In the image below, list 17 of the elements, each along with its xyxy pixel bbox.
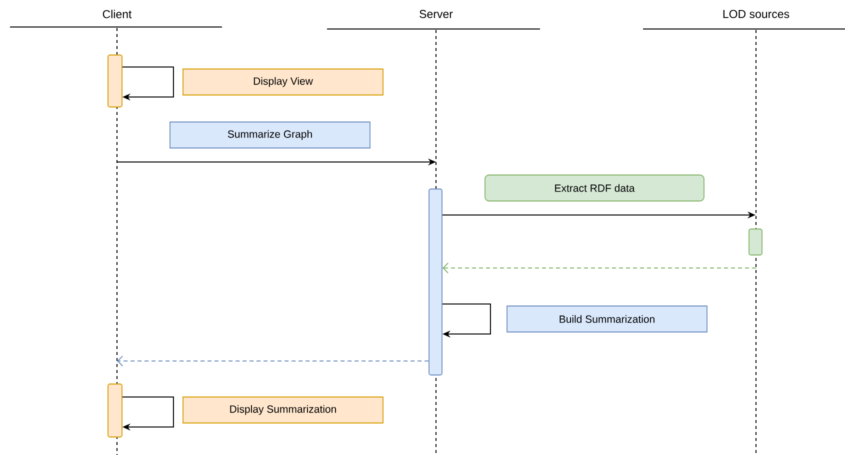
message-box: Display View bbox=[182, 68, 384, 96]
arrow bbox=[442, 304, 491, 338]
activation-bar bbox=[108, 54, 122, 108]
participant-header: Client bbox=[10, 10, 222, 28]
arrow bbox=[442, 262, 756, 274]
activation-bar bbox=[428, 188, 442, 376]
message-box: Extract RDF data bbox=[484, 174, 704, 202]
participant-header: Server bbox=[326, 10, 540, 30]
participant-header: LOD sources bbox=[642, 10, 845, 30]
activation-bar bbox=[108, 384, 122, 438]
message-box: Summarize Graph bbox=[170, 122, 370, 148]
activation-bar bbox=[748, 228, 762, 256]
arrow bbox=[122, 66, 174, 101]
arrow bbox=[117, 356, 429, 366]
message-box: Build Summarization bbox=[506, 306, 708, 332]
message-box: Display Summarization bbox=[182, 396, 384, 424]
arrow bbox=[122, 396, 174, 431]
